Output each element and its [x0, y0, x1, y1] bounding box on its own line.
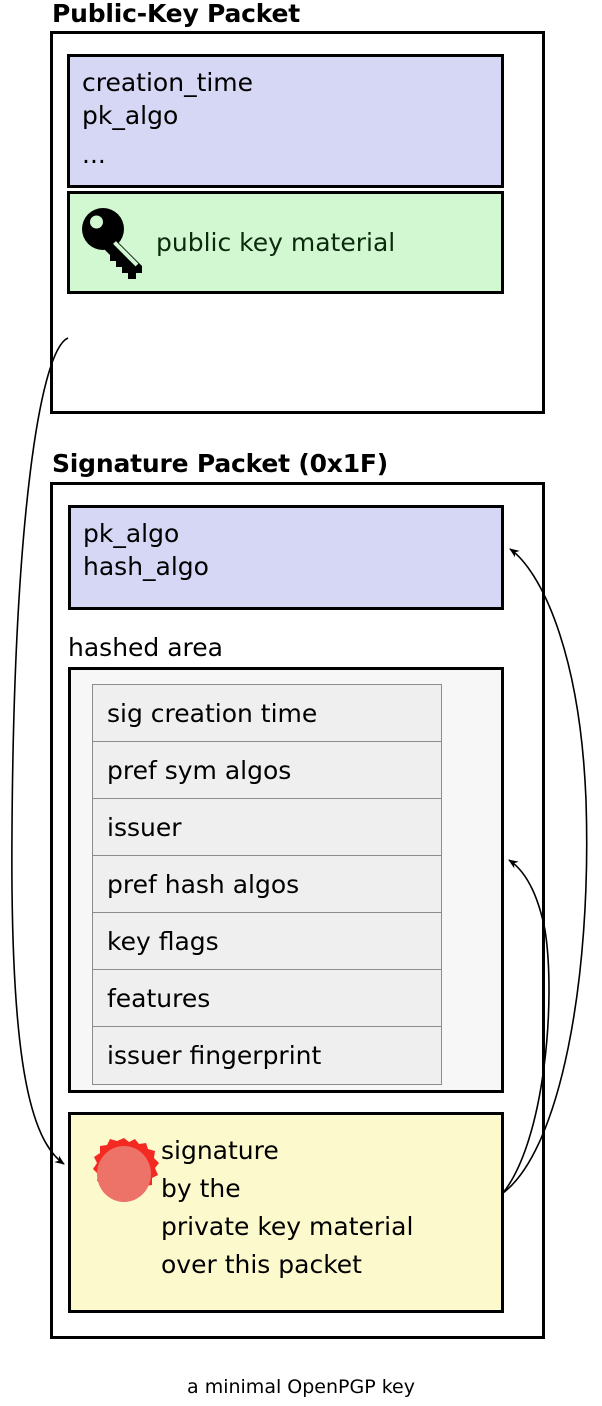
subpacket-row: sig creation time	[93, 685, 441, 742]
signature-line-3: private key material	[161, 1212, 414, 1241]
signature-line-2: by the	[161, 1174, 241, 1203]
subpacket-row: features	[93, 970, 441, 1027]
wax-seal-icon	[93, 1138, 159, 1202]
subpacket-row: pref sym algos	[93, 742, 441, 799]
public-key-packet-title: Public-Key Packet	[52, 0, 301, 28]
subpacket-row: pref hash algos	[93, 856, 441, 913]
field-creation-time: creation_time	[82, 68, 254, 97]
signature-value-block: signature by the private key material ov…	[68, 1112, 504, 1313]
field-sig-pk-algo: pk_algo	[83, 519, 180, 548]
public-key-metadata-block: creation_time pk_algo ...	[67, 54, 504, 188]
signature-description: signature by the private key material ov…	[161, 1132, 413, 1284]
signature-line-1: signature	[161, 1136, 279, 1165]
public-key-material-block: public key material	[67, 191, 504, 294]
figure-caption: a minimal OpenPGP key	[187, 1376, 415, 1398]
signature-packet-title: Signature Packet (0x1F)	[52, 449, 389, 478]
field-ellipsis: ...	[82, 140, 106, 169]
signature-line-4: over this packet	[161, 1250, 362, 1279]
key-icon	[82, 208, 142, 279]
signature-algos-block: pk_algo hash_algo	[68, 505, 504, 610]
subpacket-row: issuer	[93, 799, 441, 856]
field-sig-hash-algo: hash_algo	[83, 552, 209, 581]
hashed-area-label: hashed area	[68, 633, 223, 662]
subpacket-list: sig creation time pref sym algos issuer …	[92, 684, 442, 1085]
subpacket-row: key flags	[93, 913, 441, 970]
hashed-area-box: sig creation time pref sym algos issuer …	[68, 667, 504, 1093]
subpacket-row: issuer fingerprint	[93, 1027, 441, 1084]
public-key-material-label: public key material	[156, 228, 396, 257]
field-pk-algo: pk_algo	[82, 101, 179, 130]
